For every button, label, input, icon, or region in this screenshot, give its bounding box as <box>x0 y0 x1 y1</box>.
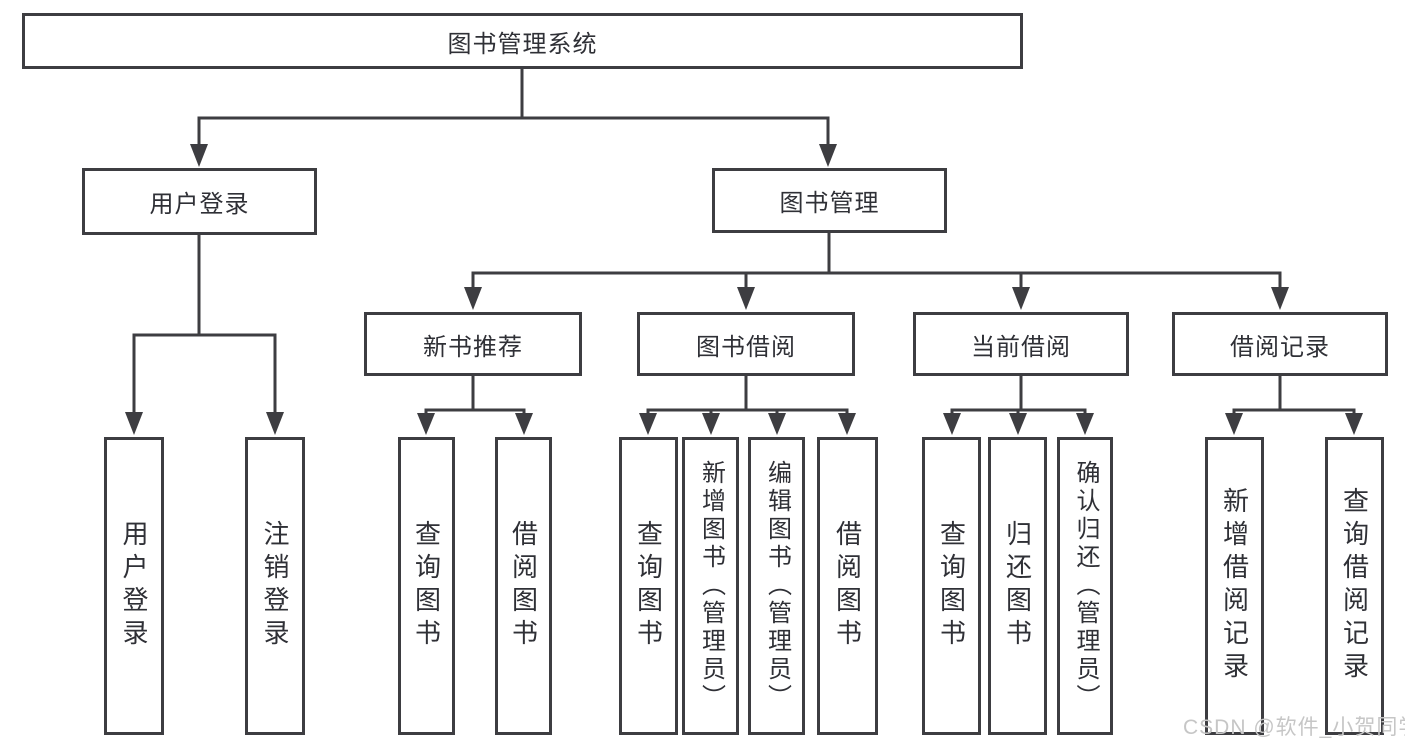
node-leaf-query-books: 查询图书 <box>619 437 678 735</box>
node-leaf-add-book-admin: 新增图书（管理员） <box>682 437 739 735</box>
node-new-book-recommendation: 新书推荐 <box>364 312 582 376</box>
node-label: 查询图书 <box>411 520 442 652</box>
node-borrowing-records: 借阅记录 <box>1172 312 1388 376</box>
node-label: 图书借阅 <box>696 333 796 361</box>
node-book-management: 图书管理 <box>712 168 947 233</box>
node-leaf-confirm-return-admin: 确认归还（管理员） <box>1057 437 1113 735</box>
node-current-borrowing: 当前借阅 <box>913 312 1129 376</box>
node-label: 用户登录 <box>149 191 250 218</box>
node-label: 用户登录 <box>119 520 149 652</box>
node-label: 当前借阅 <box>971 333 1071 361</box>
node-label: 查询借阅记录 <box>1339 487 1370 685</box>
node-leaf-borrow-books: 借阅图书 <box>495 437 552 735</box>
node-label: 归还图书 <box>1002 520 1033 652</box>
node-library-management-system: 图书管理系统 <box>22 13 1023 69</box>
node-leaf-add-borrow-record: 新增借阅记录 <box>1205 437 1264 735</box>
node-book-borrowing: 图书借阅 <box>637 312 855 376</box>
node-label: 新书推荐 <box>423 333 523 361</box>
node-label: 编辑图书（管理员） <box>763 460 791 712</box>
watermark-text: CSDN @软件_小贺同学 <box>1183 716 1405 739</box>
node-label: 查询图书 <box>633 520 664 652</box>
node-label: 图书管理系统 <box>447 30 598 58</box>
node-label: 图书管理 <box>779 190 880 217</box>
node-label: 确认归还（管理员） <box>1072 460 1099 712</box>
node-label: 借阅记录 <box>1230 333 1330 361</box>
node-leaf-edit-book-admin: 编辑图书（管理员） <box>748 437 805 735</box>
node-leaf-user-login: 用户登录 <box>104 437 164 735</box>
node-label: 查询图书 <box>936 520 967 652</box>
node-label: 借阅图书 <box>832 520 863 652</box>
node-label: 新增图书（管理员） <box>697 460 725 712</box>
node-label: 注销登录 <box>260 520 290 652</box>
node-leaf-borrow-books: 借阅图书 <box>817 437 878 735</box>
node-leaf-logout: 注销登录 <box>245 437 305 735</box>
node-user-login: 用户登录 <box>82 168 317 235</box>
node-leaf-query-books: 查询图书 <box>922 437 981 735</box>
node-label: 新增借阅记录 <box>1219 487 1250 685</box>
node-leaf-query-borrow-record: 查询借阅记录 <box>1325 437 1384 735</box>
node-leaf-query-books: 查询图书 <box>398 437 455 735</box>
node-leaf-return-book: 归还图书 <box>988 437 1047 735</box>
node-label: 借阅图书 <box>508 520 539 652</box>
